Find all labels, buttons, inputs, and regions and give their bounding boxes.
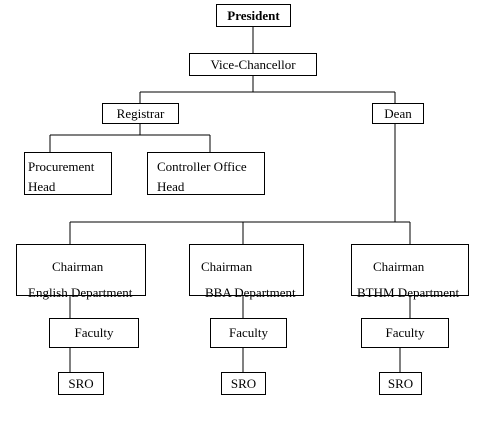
faculty-english-box: Faculty bbox=[49, 318, 139, 348]
dean-label: Dean bbox=[384, 105, 412, 121]
procurement-head-box: Procurement Head bbox=[24, 152, 112, 195]
chairman-bthm-title: Chairman bbox=[373, 259, 425, 274]
sro-bba-label: SRO bbox=[230, 375, 257, 391]
faculty-bba-label: Faculty bbox=[229, 325, 268, 340]
sro-english-box: SRO bbox=[58, 372, 104, 395]
sro-bthm-box: SRO bbox=[379, 372, 422, 395]
chairman-bthm-box: Chairman BTHM Department bbox=[351, 244, 469, 300]
faculty-bba-box: Faculty bbox=[210, 318, 287, 348]
president-box: President bbox=[216, 4, 291, 27]
president-label: President bbox=[227, 7, 280, 23]
controller-office-label: Controller Office bbox=[157, 159, 247, 174]
chairman-bba-box: Chairman BBA Department bbox=[189, 244, 304, 300]
procurement-label: Procurement bbox=[28, 159, 95, 174]
sro-english-label: SRO bbox=[68, 375, 94, 391]
faculty-bthm-label: Faculty bbox=[385, 325, 425, 340]
controller-office-head-box: Controller Office Head bbox=[147, 152, 265, 195]
vice-chancellor-box: Vice-Chancellor bbox=[189, 53, 317, 76]
faculty-english-label: Faculty bbox=[74, 325, 114, 340]
bba-department-label: BBA Department bbox=[205, 285, 296, 300]
registrar-box: Registrar bbox=[102, 103, 179, 124]
english-department-label: English Department bbox=[28, 285, 133, 300]
faculty-bthm-box: Faculty bbox=[361, 318, 449, 348]
registrar-label: Registrar bbox=[116, 105, 165, 121]
sro-bthm-label: SRO bbox=[387, 375, 414, 391]
chairman-english-box: Chairman English Department bbox=[16, 244, 146, 300]
vice-chancellor-label: Vice-Chancellor bbox=[210, 56, 296, 72]
chairman-bba-title: Chairman bbox=[201, 259, 253, 274]
procurement-head-label: Head bbox=[28, 179, 56, 194]
sro-bba-box: SRO bbox=[221, 372, 266, 395]
controller-head-label: Head bbox=[157, 179, 185, 194]
chairman-english-title: Chairman bbox=[52, 259, 104, 274]
dean-box: Dean bbox=[372, 103, 424, 124]
bthm-department-label: BTHM Department bbox=[357, 285, 460, 300]
